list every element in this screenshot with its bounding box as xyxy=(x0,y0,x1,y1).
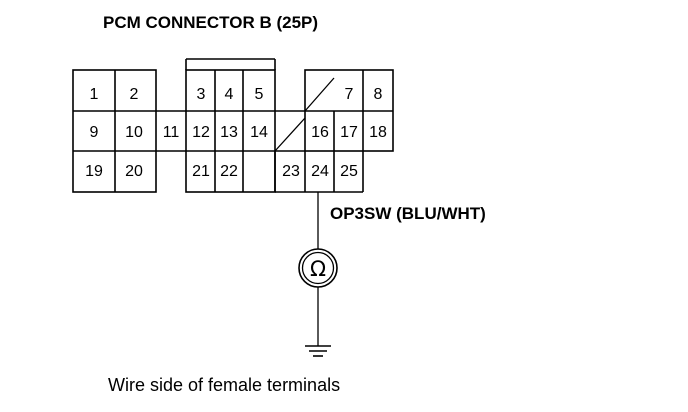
pin-number: 7 xyxy=(345,86,354,103)
connector-outline xyxy=(72,58,394,193)
pin-number: 18 xyxy=(369,124,387,141)
pin-number: 5 xyxy=(255,86,264,103)
pin-number: 8 xyxy=(374,86,383,103)
pin-number: 14 xyxy=(250,124,268,141)
pin-number: 4 xyxy=(225,86,234,103)
pin-number: 23 xyxy=(282,163,300,180)
pin-number: 1 xyxy=(90,86,99,103)
pin-number: 16 xyxy=(311,124,329,141)
connector-title: PCM CONNECTOR B (25P) xyxy=(103,13,318,32)
ground-icon xyxy=(305,345,331,357)
pin-number: 24 xyxy=(311,163,329,180)
ohm-symbol: Ω xyxy=(310,257,326,281)
ohmmeter-icon: Ω xyxy=(298,248,338,288)
wire-label: OP3SW (BLU/WHT) xyxy=(330,204,486,223)
pin-number: 11 xyxy=(163,124,180,141)
pin-number: 17 xyxy=(340,124,358,141)
pin-number: 13 xyxy=(220,124,238,141)
pin-number: 19 xyxy=(85,163,103,180)
pin-number: 9 xyxy=(90,124,99,141)
pin-number: 12 xyxy=(192,124,210,141)
pin-number: 10 xyxy=(125,124,143,141)
diagram-caption: Wire side of female terminals xyxy=(108,375,340,395)
pin-number: 3 xyxy=(197,86,206,103)
pin-number: 2 xyxy=(130,86,139,103)
pin-number: 21 xyxy=(192,163,210,180)
pin-number: 22 xyxy=(220,163,238,180)
pin-numbers: 1 2 3 4 5 7 8 9 10 11 12 13 14 16 17 18 … xyxy=(85,86,387,180)
pin-number: 20 xyxy=(125,163,143,180)
pin-number: 25 xyxy=(340,163,358,180)
